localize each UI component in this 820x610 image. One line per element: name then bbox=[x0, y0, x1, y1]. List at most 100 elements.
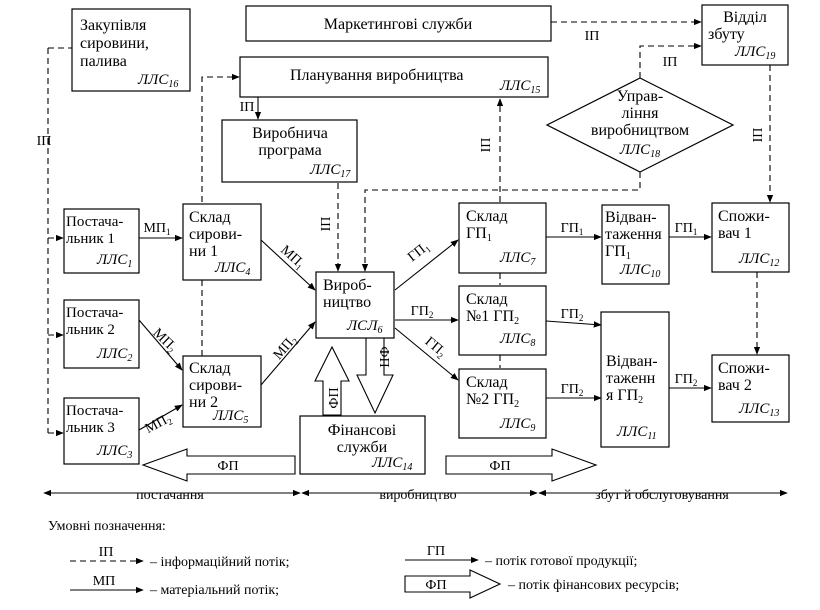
connectors bbox=[43, 18, 788, 497]
label-fp-right: ФП bbox=[489, 459, 510, 474]
label-mp2-c: МП2 bbox=[271, 333, 301, 364]
block-upravlinnia: Управ- ління виробництвом ЛЛС18 bbox=[545, 77, 735, 173]
label-gp1-a: ГП1 bbox=[405, 239, 433, 266]
svg-text:Виробнича: Виробнича bbox=[252, 125, 328, 142]
svg-text:Відділ: Відділ bbox=[723, 9, 767, 26]
block-postach1: Постача- льник 1 ЛЛС1 bbox=[63, 208, 140, 274]
label-mp2-b: МП2 bbox=[143, 411, 174, 438]
svg-text:Спожи-: Спожи- bbox=[718, 360, 770, 377]
label-gp1-c: ГП1 bbox=[675, 221, 698, 237]
svg-text:Планування виробництва: Планування виробництва bbox=[290, 67, 464, 84]
label-gp2-b: ГП2 bbox=[421, 334, 449, 361]
svg-text:сирови-: сирови- bbox=[189, 226, 242, 243]
label-ip-marketing: ІП bbox=[585, 29, 600, 44]
label-gp2-d: ГП2 bbox=[561, 382, 584, 398]
svg-text:ЛЛС14: ЛЛС14 bbox=[371, 455, 412, 473]
svg-text:№2 ГП2: №2 ГП2 bbox=[466, 391, 519, 410]
legend-ip-label: ІП bbox=[99, 545, 114, 560]
svg-text:ЛЛС16: ЛЛС16 bbox=[137, 72, 178, 90]
svg-text:Склад: Склад bbox=[466, 208, 508, 225]
mp-arrow-sklad1-to-vyrob bbox=[260, 239, 316, 291]
legend-title: Умовні позначення: bbox=[48, 519, 166, 534]
svg-text:льник 3: льник 3 bbox=[66, 420, 115, 436]
label-gp2-e: ГП2 bbox=[675, 372, 698, 388]
block-postach3: Постача- льник 3 ЛЛС3 bbox=[63, 397, 140, 465]
phase-labels: постачання виробництво збут й обслуговув… bbox=[136, 488, 729, 503]
label-ip-plan-program: ІП bbox=[240, 100, 255, 115]
fp-arrow-left bbox=[141, 448, 296, 482]
block-spozhyvach-1: Спожи- вач 1 ЛЛС12 bbox=[711, 202, 790, 273]
legend-mp-desc: – матеріальний потік; bbox=[149, 583, 279, 598]
fp-arrow-down bbox=[356, 337, 394, 415]
svg-text:ЛЛС2: ЛЛС2 bbox=[96, 346, 132, 364]
svg-text:палива: палива bbox=[80, 53, 127, 70]
svg-text:Маркетингові служби: Маркетингові служби bbox=[324, 16, 473, 33]
block-vyrobnycha-programa: Виробнича програма ЛЛС17 bbox=[221, 119, 358, 183]
label-gp2-c: ГП2 bbox=[561, 307, 584, 323]
svg-text:Склад: Склад bbox=[466, 374, 508, 391]
label-ip-program-vyrob: ІП bbox=[319, 217, 334, 232]
svg-text:ЛЛС12: ЛЛС12 bbox=[738, 251, 779, 269]
block-finansovi-sluzhby: Фінансові служби ЛЛС14 bbox=[299, 415, 426, 475]
mp-arrow-postach3-to-sklad2 bbox=[138, 404, 183, 431]
label-fp-left: ФП bbox=[217, 459, 238, 474]
svg-text:Склад: Склад bbox=[189, 209, 231, 226]
legend-mp-label: МП bbox=[93, 574, 116, 589]
svg-text:ЛЛС19: ЛЛС19 bbox=[734, 44, 775, 62]
svg-text:льник 1: льник 1 bbox=[66, 231, 115, 247]
svg-text:ЛЛС4: ЛЛС4 bbox=[214, 260, 250, 278]
gp-arrow-vyrob-to-skladgp1 bbox=[394, 239, 459, 291]
label-gp1-b: ГП1 bbox=[561, 221, 584, 237]
svg-text:Відван-: Відван- bbox=[606, 353, 658, 370]
svg-text:ЛЛС8: ЛЛС8 bbox=[499, 331, 535, 349]
gp-arrow-skladgp2a-to-vidvant2 bbox=[545, 320, 602, 328]
label-gp2-a: ГП2 bbox=[411, 304, 434, 320]
legend-fp-arrow bbox=[404, 569, 502, 599]
legend-ip-desc: – інформаційний потік; bbox=[149, 555, 290, 570]
label-ip-viddil-spozh: ІП bbox=[751, 128, 766, 143]
block-sklad-gp2a: Склад №1 ГП2 ЛЛС8 bbox=[458, 285, 547, 356]
svg-text:№1 ГП2: №1 ГП2 bbox=[466, 308, 519, 327]
svg-text:ЛЛС11: ЛЛС11 bbox=[616, 424, 657, 442]
block-sklad-syrovyny-1: Склад сирови- ни 1 ЛЛС4 bbox=[182, 203, 262, 281]
block-vidvantazhennia-gp2: Відван- таженн я ГП2 ЛЛС11 bbox=[600, 311, 670, 448]
svg-text:служби: служби bbox=[337, 439, 388, 456]
svg-text:ЛЛС7: ЛЛС7 bbox=[499, 250, 536, 268]
block-marketing: Маркетингові служби bbox=[245, 5, 552, 42]
svg-text:вач 2: вач 2 bbox=[718, 377, 752, 394]
label-mp2-a: МП2 bbox=[149, 326, 180, 356]
legend: Умовні позначення: ІП – інформаційний по… bbox=[48, 519, 679, 599]
label-fp-down: ФП bbox=[376, 346, 391, 367]
block-sklad-gp2b: Склад №2 ГП2 ЛЛС9 bbox=[458, 368, 547, 439]
legend-gp-desc: – потік готової продукції; bbox=[484, 554, 637, 569]
svg-text:таженн: таженн bbox=[606, 370, 656, 387]
block-sklad-syrovyny-2: Склад сирови- ни 2 ЛЛС5 bbox=[182, 355, 262, 428]
svg-text:ни 1: ни 1 bbox=[189, 243, 218, 260]
svg-text:ництво: ництво bbox=[323, 294, 371, 311]
svg-text:Фінансові: Фінансові bbox=[328, 422, 397, 439]
svg-text:програма: програма bbox=[258, 142, 321, 159]
svg-text:Постача-: Постача- bbox=[66, 305, 123, 321]
svg-text:Управ-: Управ- bbox=[617, 88, 663, 105]
label-ip-gp-plan: ІП bbox=[479, 138, 494, 153]
block-postach2: Постача- льник 2 ЛЛС2 bbox=[63, 299, 140, 369]
svg-text:ЛЛС1: ЛЛС1 bbox=[96, 252, 132, 270]
block-viddil-zbutu: Відділ збуту ЛЛС19 bbox=[701, 4, 789, 66]
svg-text:ЛЛС5: ЛЛС5 bbox=[212, 408, 248, 426]
svg-text:Склад: Склад bbox=[466, 291, 508, 308]
svg-text:Відван-: Відван- bbox=[605, 209, 657, 226]
phase-production: виробництво bbox=[379, 488, 456, 503]
svg-text:сировини,: сировини, bbox=[80, 35, 149, 52]
phase-supply: постачання bbox=[136, 488, 204, 503]
svg-text:Закупівля: Закупівля bbox=[80, 17, 147, 34]
svg-text:ЛЛС3: ЛЛС3 bbox=[96, 443, 132, 461]
legend-fp-desc: – потік фінансових ресурсів; bbox=[507, 578, 679, 593]
svg-text:я ГП2: я ГП2 bbox=[606, 387, 643, 406]
block-planuvannia: Планування виробництва ЛЛС15 bbox=[239, 56, 549, 98]
svg-text:ЛЛС17: ЛЛС17 bbox=[309, 162, 351, 180]
svg-text:ЛЛС10: ЛЛС10 bbox=[619, 262, 660, 280]
svg-text:виробництвом: виробництвом bbox=[591, 122, 689, 139]
svg-text:ління: ління bbox=[622, 105, 660, 122]
legend-gp-label: ГП bbox=[427, 544, 445, 559]
